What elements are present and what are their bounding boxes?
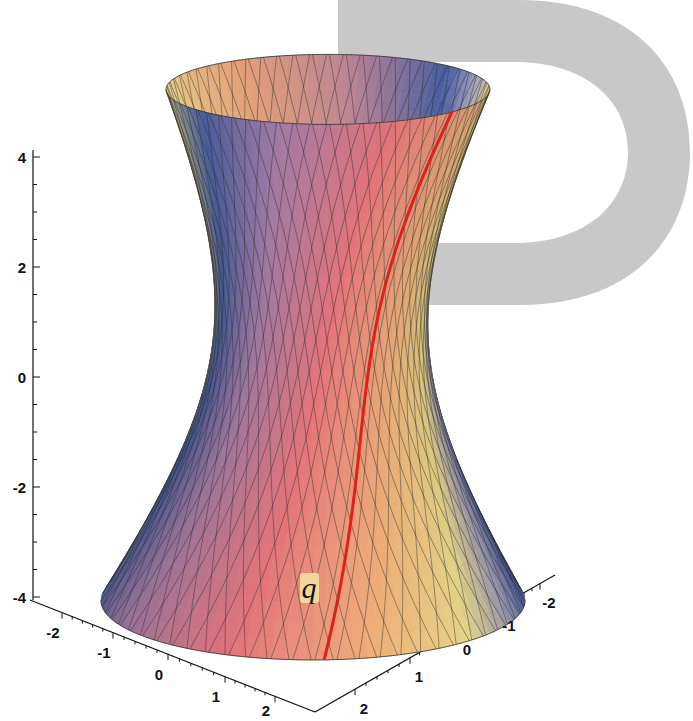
mesh-line: [130, 55, 293, 570]
surface-patch: [327, 88, 337, 105]
mesh-line: [234, 61, 355, 543]
axis-tick: [33, 267, 40, 268]
axis-tick: [113, 633, 114, 639]
mesh-line: [414, 85, 489, 552]
mesh-line: [170, 82, 233, 550]
mesh-line: [112, 58, 261, 582]
x-axis: [30, 600, 315, 712]
surface-patch: [317, 54, 328, 71]
mesh-line: [143, 55, 310, 566]
surface-patch: [274, 273, 281, 290]
axis-tick: [33, 212, 37, 213]
axis-tick: [92, 625, 93, 628]
surface-patch: [288, 89, 298, 106]
mesh-line: [120, 56, 277, 576]
axes: [30, 150, 555, 712]
surface-patch: [317, 105, 327, 122]
mesh-line: [173, 55, 344, 557]
mesh-line: [111, 409, 198, 583]
axis-tick: [179, 659, 180, 662]
axis-tick: [366, 683, 367, 686]
mesh-line: [462, 473, 521, 589]
surface-patch: [327, 71, 338, 88]
axis-tick: [33, 432, 37, 433]
axis-tick: [168, 654, 169, 660]
mesh-line: [106, 59, 246, 588]
mesh-back: [101, 54, 525, 600]
axis-tick: [33, 569, 37, 570]
surface-patch: [317, 71, 327, 88]
axis-tick: [62, 613, 63, 619]
mesh-line: [188, 72, 267, 543]
z-axis: [32, 150, 33, 600]
axis-tick: [157, 650, 158, 653]
mesh-line: [312, 55, 453, 557]
axis-tick: [202, 668, 203, 671]
surface-patch: [317, 88, 327, 105]
axis-tick: [33, 322, 37, 323]
axis-tick: [33, 294, 37, 295]
mesh-line: [139, 66, 224, 537]
mesh-line: [181, 75, 249, 544]
axis-tick: [540, 584, 541, 590]
axis-tick: [377, 677, 378, 680]
mesh-line: [221, 63, 334, 541]
mesh-line: [249, 59, 408, 544]
mesh-line: [166, 89, 222, 557]
axis-tick: [419, 652, 420, 655]
axis-tick: [33, 239, 37, 240]
mesh-line: [465, 86, 489, 153]
axis-tick: [33, 542, 37, 543]
watermark-shape: [338, 0, 690, 305]
axis-tick: [33, 597, 40, 598]
mesh-line: [279, 56, 417, 549]
axis-tick: [102, 629, 103, 632]
mesh-line: [363, 55, 496, 570]
axis-tick: [124, 637, 125, 640]
axis-tick: [410, 658, 411, 664]
axis-tick: [33, 377, 40, 378]
axis-tick: [388, 670, 389, 673]
axis-tick: [190, 663, 191, 666]
mesh-line: [416, 64, 525, 600]
axis-tick: [146, 646, 147, 649]
surface-patch: [326, 105, 336, 122]
mesh-line: [329, 54, 469, 560]
mesh-line: [209, 56, 377, 549]
surface-back: [101, 54, 525, 600]
axis-tick: [33, 404, 37, 405]
axis-tick: [532, 588, 533, 591]
axis-tick: [82, 621, 83, 624]
axis-tick: [245, 684, 246, 687]
mesh-line: [101, 64, 229, 600]
axis-tick: [33, 184, 37, 185]
axis-tick: [355, 689, 356, 695]
surface-front: [101, 89, 525, 660]
axis-tick: [235, 681, 236, 684]
axis-tick: [213, 672, 214, 675]
mesh-line: [428, 281, 498, 571]
axis-tick: [225, 677, 226, 683]
axis-tick: [399, 664, 400, 667]
axis-tick: [33, 487, 40, 488]
mesh-line: [293, 63, 436, 541]
surface-patch: [328, 54, 339, 71]
axis-tick: [33, 157, 40, 158]
axis-tick: [255, 688, 256, 691]
mesh-line: [167, 85, 227, 552]
axis-tick: [33, 459, 37, 460]
axis-tick: [33, 349, 37, 350]
axis-tick: [265, 692, 266, 695]
axis-tick: [135, 641, 136, 644]
axis-tick: [72, 617, 73, 620]
mesh-line: [140, 217, 216, 566]
axis-tick: [33, 514, 37, 515]
axis-tick: [275, 696, 276, 702]
surface-patch: [307, 71, 317, 88]
